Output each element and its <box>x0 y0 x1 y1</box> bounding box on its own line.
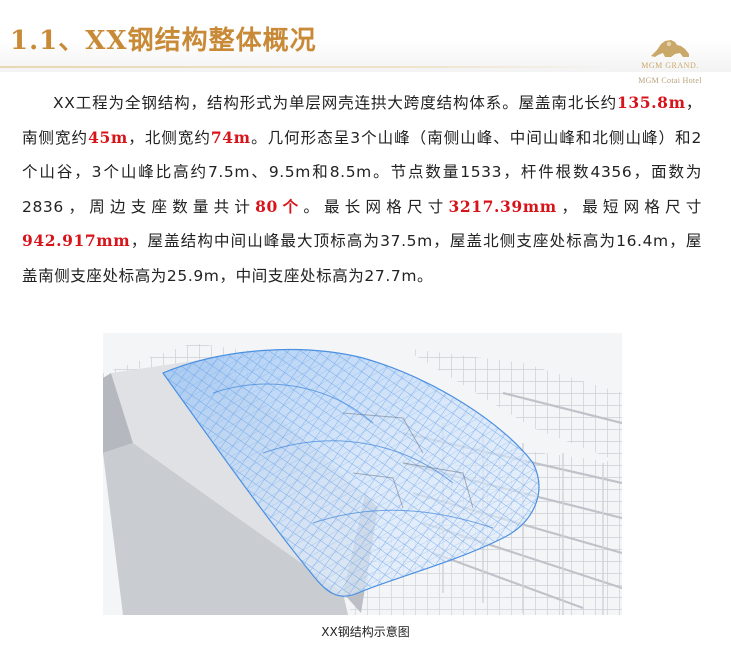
max-grid-value: 3217.39mm <box>448 196 557 216</box>
logo-hotel-text: MGM Cotai Hotel <box>638 76 702 85</box>
structure-figure <box>103 333 622 615</box>
text-segment: ，南侧宽约 <box>22 94 702 147</box>
south-width-value: 45m <box>88 127 128 147</box>
text-segment: 。最长网格尺寸 <box>303 197 449 216</box>
text-segment: ，最短网格尺寸 <box>556 197 702 216</box>
min-grid-value: 942.917mm <box>22 231 131 251</box>
overview-paragraph: XX工程为全钢结构，结构形式为单层网壳连拱大跨度结构体系。屋盖南北长约135.8… <box>22 86 702 294</box>
logo-brand-text: MGM GRAND. <box>641 61 699 70</box>
lion-icon <box>651 40 689 57</box>
length-value: 135.8m <box>617 93 686 112</box>
brand-logo: MGM GRAND. MGM Cotai Hotel <box>621 36 719 106</box>
steel-structure-illustration <box>103 343 622 615</box>
text-segment: 。几何形态呈3个山峰（南侧山峰、中间山峰和北侧山峰）和2个山谷，3个山峰比高约7… <box>22 128 702 216</box>
text-segment: XX工程为全钢结构，结构形式为单层网壳连拱大跨度结构体系。屋盖南北长约 <box>53 94 618 112</box>
page-header: 1.1、XX钢结构整体概况 <box>0 0 731 72</box>
north-width-value: 74m <box>210 127 251 147</box>
support-count-value: 80个 <box>255 196 304 216</box>
page-title: 1.1、XX钢结构整体概况 <box>10 26 317 56</box>
figure-caption: XX钢结构示意图 <box>321 625 410 639</box>
title-divider <box>0 66 610 68</box>
text-segment: ，北侧宽约 <box>127 128 211 147</box>
text-segment: ，屋盖结构中间山峰最大顶标高为37.5m，屋盖北侧支座处标高为16.4m，屋盖南… <box>22 232 702 285</box>
